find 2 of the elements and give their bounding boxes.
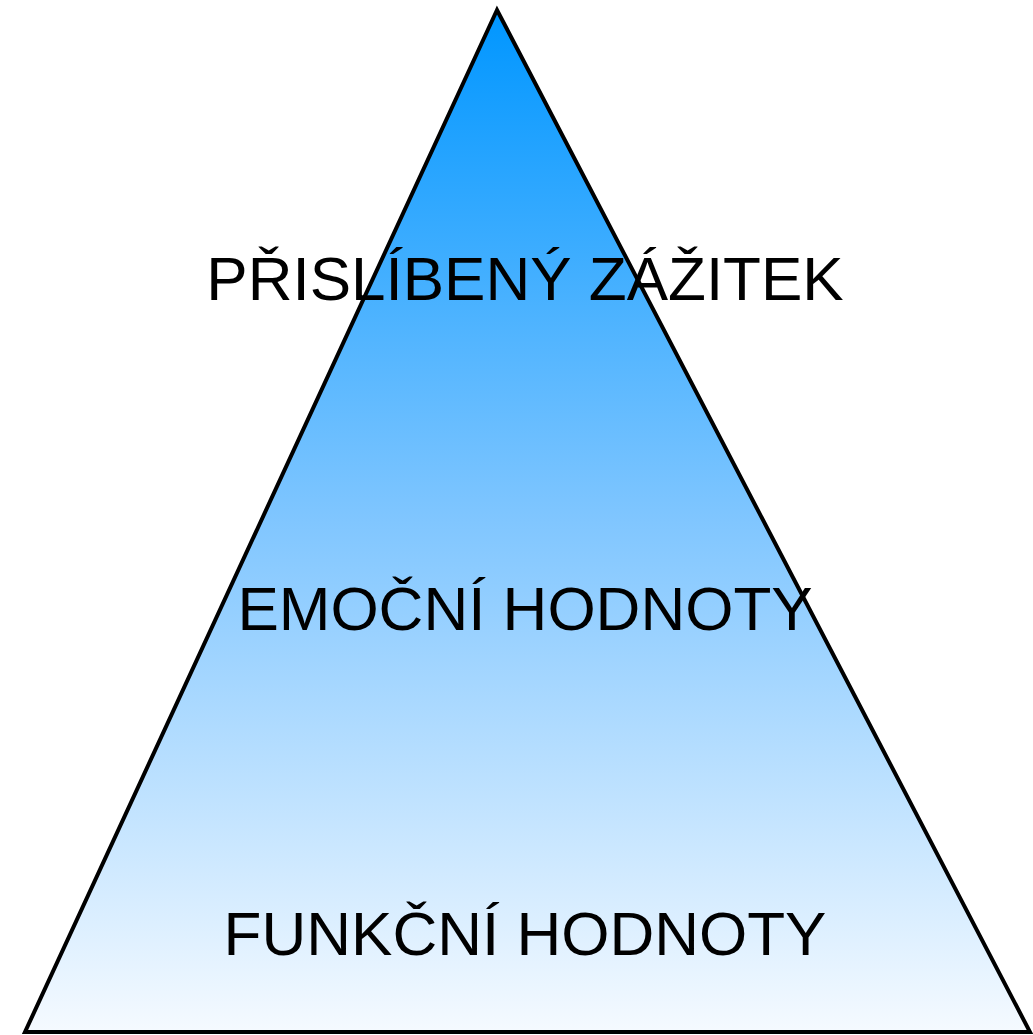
pyramid-level-label: EMOČNÍ HODNOTY (237, 578, 813, 640)
pyramid-level-label: FUNKČNÍ HODNOTY (223, 903, 827, 965)
